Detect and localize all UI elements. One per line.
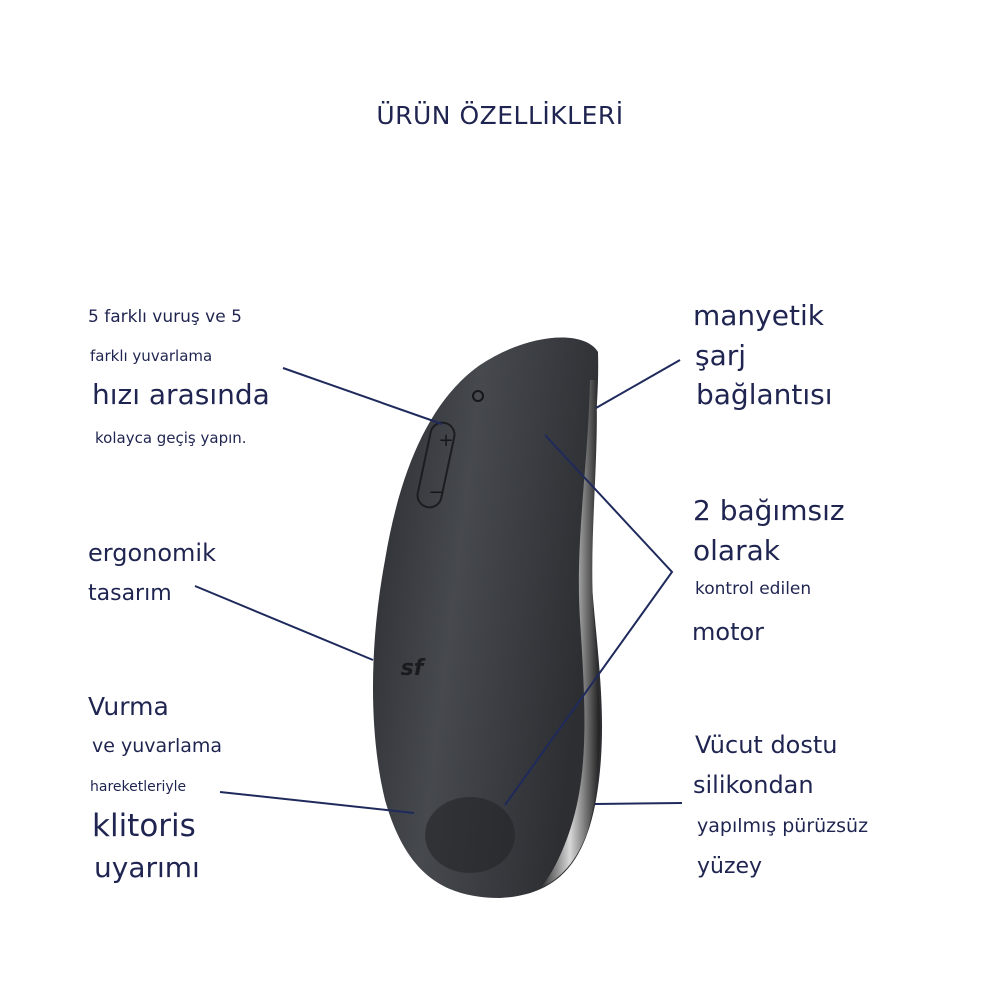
feature-speeds-line3: hızı arasında <box>92 378 270 411</box>
feature-charging-line1: manyetik <box>693 299 824 332</box>
feature-surface-line3: yapılmış pürüzsüz <box>697 815 869 837</box>
feature-surface-line2: silikondan <box>693 771 814 799</box>
callout-lines <box>194 359 683 814</box>
feature-speeds-line2: farklı yuvarlama <box>90 347 213 365</box>
callout-line-motors <box>504 434 674 806</box>
feature-charging-line3: bağlantısı <box>696 378 833 411</box>
feature-stimulation-line4: klitoris <box>92 808 196 844</box>
callout-line-surface <box>594 802 683 805</box>
minus-button-icon[interactable]: − <box>428 482 443 503</box>
brand-logo: sf <box>401 656 426 681</box>
device-body: + − sf <box>372 337 603 898</box>
feature-speeds-line4: kolayca geçiş yapın. <box>95 429 247 447</box>
callout-line-speeds <box>282 367 443 425</box>
tip-bulge <box>425 797 515 873</box>
callout-line-charging <box>595 359 681 409</box>
feature-ergonomic-line2: tasarım <box>88 581 172 606</box>
page-title: ÜRÜN ÖZELLİKLERİ <box>376 101 624 130</box>
feature-speeds-line1: 5 farklı vuruş ve 5 <box>88 307 242 327</box>
power-button-icon[interactable] <box>472 390 484 402</box>
chrome-strip <box>540 380 600 888</box>
callout-line-stimulation <box>219 791 415 814</box>
callout-line-ergonomic <box>194 585 374 661</box>
plus-button-icon[interactable]: + <box>438 430 453 451</box>
feature-surface-line4: yüzey <box>697 854 763 879</box>
control-button-pad[interactable] <box>415 420 456 509</box>
feature-motors-line1: 2 bağımsız <box>693 494 845 527</box>
feature-surface-line1: Vücut dostu <box>695 731 838 759</box>
feature-motors-line3: kontrol edilen <box>695 579 812 599</box>
feature-motors-line4: motor <box>692 618 765 646</box>
feature-ergonomic-line1: ergonomik <box>88 539 216 567</box>
feature-stimulation-line1: Vurma <box>88 692 169 721</box>
feature-charging-line2: şarj <box>695 339 747 372</box>
feature-stimulation-line2: ve yuvarlama <box>92 735 223 757</box>
feature-stimulation-line3: hareketleriyle <box>90 779 187 795</box>
feature-stimulation-line5: uyarımı <box>94 851 200 884</box>
feature-motors-line2: olarak <box>693 534 780 567</box>
